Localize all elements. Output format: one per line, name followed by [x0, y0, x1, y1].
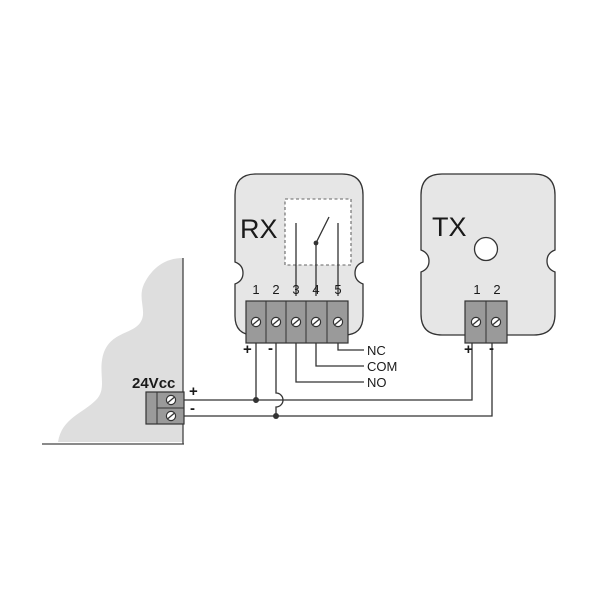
tx-minus-sign: - — [489, 340, 494, 357]
rx-screw-4 — [310, 316, 322, 328]
rx-screw-3 — [290, 316, 302, 328]
rx-terminal-5-label: 5 — [334, 282, 341, 297]
power-minus-sign: - — [190, 400, 195, 417]
wire-com-output — [315, 343, 364, 367]
wire-negative-rail — [184, 343, 493, 417]
no-label: NO — [367, 375, 387, 390]
rx-relay-pivot — [313, 240, 319, 246]
wire-junctions — [253, 397, 279, 419]
rx-terminal-1-label: 1 — [252, 282, 259, 297]
rx-title: RX — [240, 214, 278, 244]
tx-plus-sign: + — [464, 341, 473, 358]
rx-relay-box — [284, 198, 352, 266]
tx-lens — [473, 236, 499, 262]
junction-positive — [253, 397, 259, 403]
rx-terminal-3-label: 3 — [292, 282, 299, 297]
power-label: 24Vcc — [132, 375, 175, 392]
power-screw-positive — [165, 394, 177, 406]
power-screw-negative — [165, 410, 177, 422]
wire-nc-output — [337, 343, 364, 351]
tx-terminal-2-label: 2 — [493, 282, 500, 297]
rx-terminal-4-label: 4 — [312, 282, 319, 297]
rx-terminal-2-label: 2 — [272, 282, 279, 297]
nc-label: NC — [367, 343, 386, 358]
rx-screw-2 — [270, 316, 282, 328]
rx-terminal-dividers — [265, 301, 328, 343]
tx-terminal-1-label: 1 — [473, 282, 480, 297]
rx-screw-1 — [250, 316, 262, 328]
tx-title: TX — [432, 212, 467, 242]
rx-relay-lines — [295, 216, 339, 296]
junction-negative — [273, 413, 279, 419]
tx-screw-2 — [490, 316, 502, 328]
wire-no-output — [295, 343, 364, 383]
rx-relay-arm — [315, 216, 330, 244]
rx-screw-5 — [332, 316, 344, 328]
com-label: COM — [367, 359, 397, 374]
rx-minus-sign: - — [268, 340, 273, 357]
rx-device: RX 1 2 3 4 5 + - — [234, 173, 364, 358]
tx-screw-1 — [470, 316, 482, 328]
wires — [184, 343, 493, 417]
output-labels: NC COM NO — [367, 343, 397, 390]
power-terminal-block: 24Vcc + - — [132, 375, 198, 425]
rx-terminal-numbers: 1 2 3 4 5 — [252, 282, 341, 297]
tx-device: TX 1 2 + - — [420, 173, 556, 358]
wire-rx-negative — [275, 343, 284, 416]
wire-positive-rail — [184, 343, 473, 401]
power-plus-sign: + — [189, 383, 198, 400]
rx-plus-sign: + — [243, 341, 252, 358]
